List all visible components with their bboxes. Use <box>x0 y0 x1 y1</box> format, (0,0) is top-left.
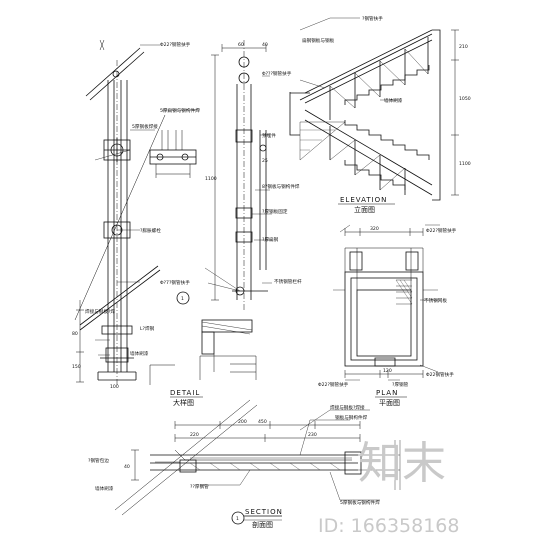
ann-plan-right: Φ22钢管扶手 <box>426 371 454 378</box>
dim-left-100: 100 <box>110 384 119 390</box>
ann-flat-bar: ?厚扁钢 <box>262 236 279 243</box>
section-title: SECTION <box>245 508 283 516</box>
ann-elev-wall: 墙体刷漆 <box>384 97 403 104</box>
dim-sec-200: 200 <box>238 419 247 425</box>
ann-expansion: ?膨胀螺栓 <box>140 227 161 234</box>
ann-top-pipe: Φ22?钢管扶手 <box>160 41 191 48</box>
ann-plan-mesh: 不锈钢网板 <box>424 297 447 304</box>
ann-flat-steel-b: 5厚钢板焊接 <box>132 123 158 130</box>
ann-sec-wall: 墙体刷漆 <box>95 485 114 492</box>
ann-sec-bottom2: 5厚钢板与钢构件焊 <box>340 499 380 506</box>
watermark-mark: 知末 <box>358 438 446 489</box>
dim-sec-40: 40 <box>124 464 130 470</box>
dim-elev-1050: 1050 <box>459 96 471 102</box>
dim-plan-120: 120 <box>383 368 392 374</box>
ann-lower-pipe: Φ?7?钢管扶手 <box>160 279 190 286</box>
plan-title: PLAN <box>376 389 398 397</box>
rail-post-middle <box>149 40 268 385</box>
detail-subtitle: 大样图 <box>173 398 194 407</box>
linework <box>74 17 459 525</box>
detail-marker-number: 1 <box>181 296 184 302</box>
dim-mid-1100: 1100 <box>205 176 217 182</box>
ann-sec-bottom: ??厚钢管 <box>190 483 209 490</box>
ann-rail-pipe: Φ???钢管扶手 <box>262 70 292 77</box>
section-subtitle: 剖面图 <box>252 520 273 529</box>
ann-weld-plate: 8?钢板与钢构件焊 <box>262 183 300 190</box>
watermark-id: ID: 166358168 <box>318 515 459 537</box>
dim-sec-230: 230 <box>308 432 317 438</box>
dim-elev-210: 210 <box>459 44 468 50</box>
plan-view <box>333 228 438 378</box>
ann-screw: L?焊钢 <box>140 325 155 332</box>
dim-plan-320: 320 <box>370 226 379 232</box>
elevation-stair <box>289 29 459 201</box>
ann-embed: 预埋件 <box>262 132 276 139</box>
elevation-subtitle: 立面图 <box>354 205 375 214</box>
dim-mid-25: 25 <box>262 158 268 164</box>
dim-elev-1100: 1100 <box>459 161 471 167</box>
dim-sec-220: 220 <box>190 432 199 438</box>
plan-subtitle: 平面图 <box>379 399 400 407</box>
dim-sec-450: 450 <box>258 419 267 425</box>
ann-sec-flat: 钢板与钢构件焊 <box>335 414 368 421</box>
ann-sec-left: ?钢管包边 <box>88 457 109 464</box>
ann-plan-bottom: ?厚钢管 <box>392 381 409 388</box>
elevation-title: ELEVATION <box>340 196 387 204</box>
detail-title: DETAIL <box>170 389 200 397</box>
ann-elev-top: ?钢管扶手 <box>362 15 383 22</box>
ann-plan-left: Φ22?钢管扶手 <box>318 381 349 388</box>
ann-elev-flat: 扁钢钢板与钢板 <box>302 37 335 44</box>
dim-left-80: 80 <box>72 331 78 337</box>
ann-bar-fix: ?厚钢板固定 <box>262 208 288 215</box>
detail-marker-circle <box>176 291 190 305</box>
ann-stainless: 不锈钢管栏杆 <box>274 278 302 285</box>
ann-flat-steel-a: 5厚扁钢与钢构件焊 <box>160 107 200 114</box>
ann-wall: 墙体刷漆 <box>130 350 149 357</box>
dim-mid-60: 60 <box>238 42 244 48</box>
section-marker-number: 1 <box>236 516 239 522</box>
section-view <box>114 399 401 525</box>
ann-plan-top: Φ22?钢管扶手 <box>426 227 457 234</box>
ann-sec-top: 焊接与钢板?焊接 <box>330 404 365 411</box>
connector-detail <box>149 130 197 178</box>
ann-weld-note: 焊接与钢板?焊 <box>85 308 115 315</box>
rail-post-left <box>74 39 166 385</box>
dim-mid-40: 40 <box>262 42 268 48</box>
dim-left-150: 150 <box>72 364 81 370</box>
